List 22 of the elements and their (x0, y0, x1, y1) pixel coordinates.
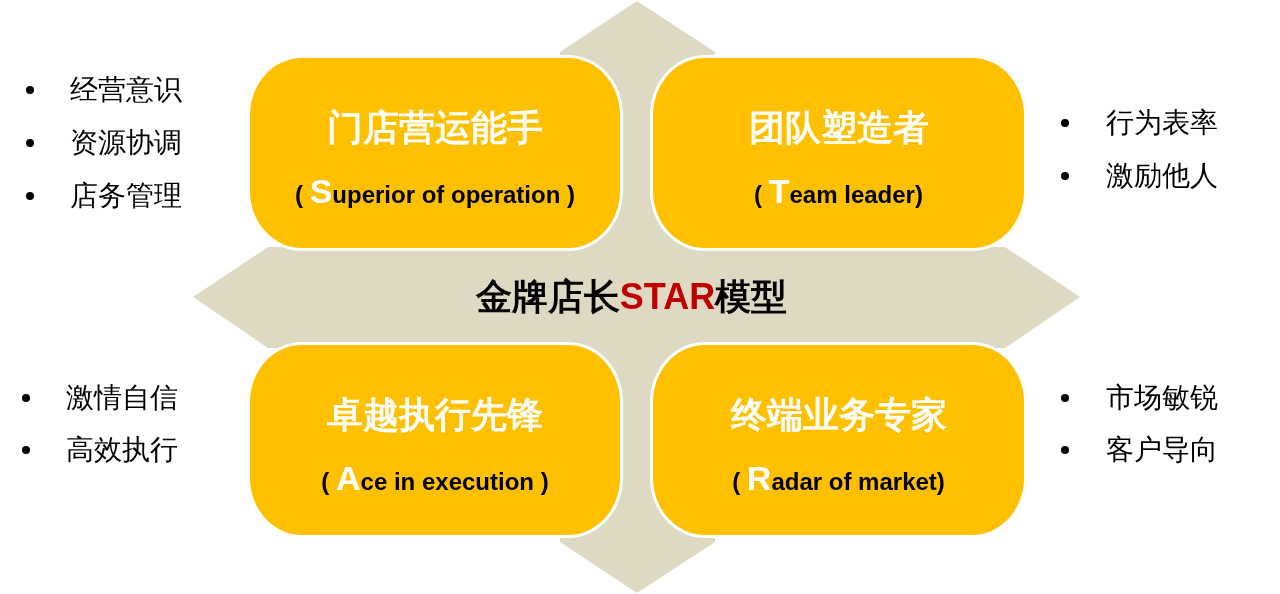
center-heading: 金牌店长STAR模型 (475, 275, 788, 319)
rounded-box (247, 55, 623, 251)
bullet-text: 资源协调 (70, 126, 182, 160)
role-title: 门店营运能手 (327, 106, 543, 150)
bullet-text: 经营意识 (70, 73, 182, 107)
bullet-text: 高效执行 (66, 433, 178, 467)
bullet-text: 市场敏锐 (1106, 381, 1218, 415)
role-title: 卓越执行先锋 (327, 393, 543, 437)
rounded-box (650, 342, 1027, 538)
bullet-text: 激励他人 (1106, 159, 1218, 193)
role-subtitle: ( Superior of operation ) (295, 172, 575, 212)
role-title: 团队塑造者 (748, 106, 929, 150)
role-subtitle: ( Radar of market) (732, 459, 945, 499)
bullet-text: 激情自信 (66, 381, 178, 415)
rounded-box (650, 55, 1027, 251)
bullet-text: 行为表率 (1106, 106, 1218, 140)
role-title: 终端业务专家 (730, 393, 947, 437)
bullet-text: 店务管理 (70, 179, 182, 213)
role-subtitle: ( Ace in execution ) (321, 459, 549, 499)
bullet-text: 客户导向 (1106, 433, 1218, 467)
role-subtitle: ( Team leader) (754, 172, 923, 212)
rounded-box (247, 342, 623, 538)
